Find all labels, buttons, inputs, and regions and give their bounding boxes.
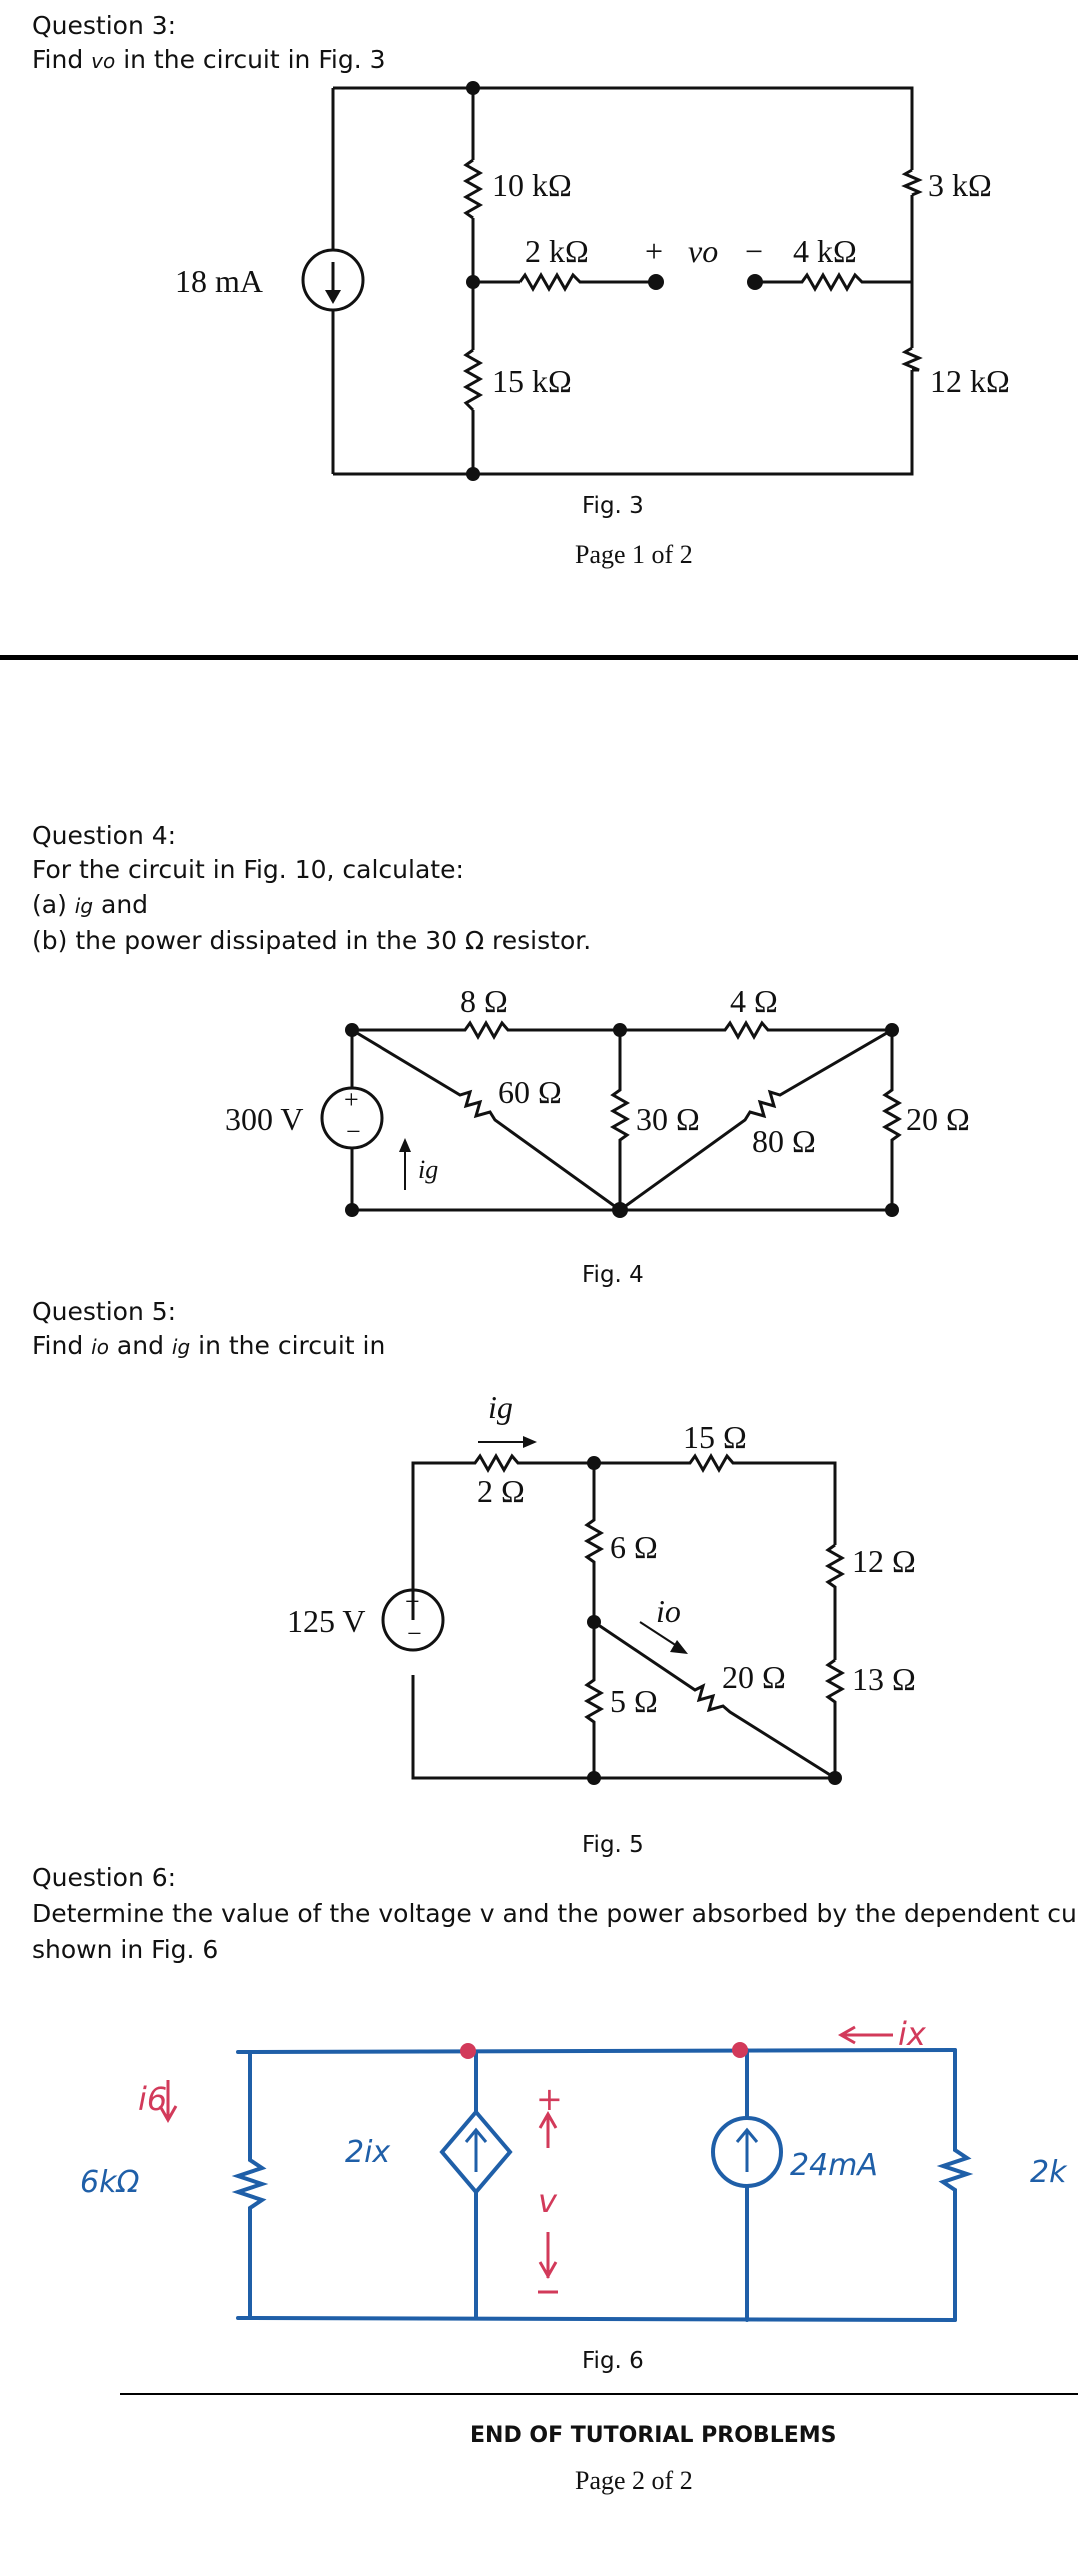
fig4-minus: − (346, 1117, 361, 1146)
fig4-ig-label: ig (418, 1155, 438, 1184)
q5-prompt-post: in the circuit in (190, 1331, 386, 1360)
fig6-ix-label: ix (898, 2015, 927, 2053)
q3-prompt-post: in the circuit in Fig. 3 (115, 45, 386, 74)
q3-prompt-pre: Find (32, 45, 92, 74)
q6-heading: Question 6: (32, 1863, 177, 1892)
fig3-r3-label: 15 kΩ (492, 363, 572, 399)
fig5-r12-label: 12 Ω (852, 1543, 916, 1579)
fig6-v-label: v (538, 2182, 558, 2220)
fig5-r13-label: 13 Ω (852, 1661, 916, 1697)
fig3-caption: Fig. 3 (582, 493, 644, 519)
fig5-r15-label: 15 Ω (683, 1419, 747, 1455)
fig3-r2-label: 2 kΩ (525, 233, 589, 269)
fig3-vo-label: vo (688, 233, 718, 269)
fig5-r2-label: 2 Ω (477, 1473, 525, 1509)
fig5-ig-label: ig (488, 1389, 513, 1425)
q4-line3: (b) the power dissipated in the 30 Ω res… (32, 926, 592, 955)
q5-prompt: Find io and ig in the circuit in (32, 1330, 385, 1363)
page2-label: Page 2 of 2 (575, 2466, 693, 2495)
fig3-r4-label: 4 kΩ (793, 233, 857, 269)
fig3-circuit: 18 mA 10 kΩ 2 kΩ 15 kΩ + vo − 4 kΩ 3 kΩ … (175, 81, 1010, 481)
fig5-plus: + (405, 1587, 420, 1616)
fig3-source-label: 18 mA (175, 263, 263, 299)
fig5-circuit: + − 125 V ig 2 Ω 15 Ω 6 Ω 12 Ω io 20 Ω 1… (287, 1389, 916, 1785)
fig5-minus: − (407, 1619, 422, 1648)
fig4-r80-label: 80 Ω (752, 1123, 816, 1159)
fig4-plus: + (344, 1085, 359, 1114)
q6-line2: shown in Fig. 6 (32, 1935, 219, 1964)
q4-heading: Question 4: (32, 821, 177, 850)
q3-prompt: Find vo in the circuit in Fig. 3 (32, 44, 386, 77)
fig5-r20-label: 20 Ω (722, 1659, 786, 1695)
fig5-r6-label: 6 Ω (610, 1529, 658, 1565)
q5-prompt-var2: ig (171, 1335, 191, 1359)
fig5-io-label: io (656, 1593, 681, 1629)
end-divider (120, 2393, 1078, 2395)
fig4-r30-label: 30 Ω (636, 1101, 700, 1137)
q4-line2: (a) ig and (32, 889, 148, 922)
fig3-r6-label: 12 kΩ (930, 363, 1010, 399)
fig5-caption: Fig. 5 (582, 1832, 644, 1858)
page1-label: Page 1 of 2 (575, 540, 693, 569)
page-separator (0, 655, 1078, 660)
fig4-r4-label: 4 Ω (730, 983, 778, 1019)
fig6-v-plus: + (536, 2080, 563, 2118)
fig4-caption: Fig. 4 (582, 1262, 644, 1288)
end-title: END OF TUTORIAL PROBLEMS (470, 2423, 837, 2448)
fig6-i6-label: i6 (138, 2080, 167, 2118)
fig4-source-label: 300 V (225, 1101, 304, 1137)
fig6-dep-label: 2ix (345, 2135, 390, 2170)
q4-line2-pre: (a) (32, 890, 75, 919)
fig4-r8-label: 8 Ω (460, 983, 508, 1019)
q3-prompt-var: vo (91, 49, 116, 73)
q5-prompt-pre: Find (32, 1331, 92, 1360)
fig4-r20-label: 20 Ω (906, 1101, 970, 1137)
q4-line1: For the circuit in Fig. 10, calculate: (32, 855, 464, 884)
fig3-vo-plus: + (645, 233, 663, 269)
q5-prompt-mid: and (108, 1331, 172, 1360)
fig6-caption: Fig. 6 (582, 2348, 644, 2374)
fig3-vo-minus: − (745, 233, 763, 269)
fig6-r-right-label: 2k (1030, 2155, 1068, 2190)
q5-heading: Question 5: (32, 1297, 177, 1326)
fig3-r1-label: 10 kΩ (492, 167, 572, 203)
fig3-r5-label: 3 kΩ (928, 167, 992, 203)
fig5-r5-label: 5 Ω (610, 1683, 658, 1719)
q6-line1: Determine the value of the voltage v and… (32, 1899, 1078, 1928)
q5-prompt-var1: io (91, 1335, 109, 1359)
fig6-src-label: 24mA (790, 2148, 878, 2183)
fig4-r60-label: 60 Ω (498, 1074, 562, 1110)
q4-line2-post: and (93, 890, 149, 919)
fig5-source-label: 125 V (287, 1603, 366, 1639)
q4-line2-var: ig (74, 894, 94, 918)
q3-heading: Question 3: (32, 11, 177, 40)
fig6-r-left-label: 6kΩ (80, 2165, 139, 2200)
fig4-circuit: + − 300 V ig 8 Ω 4 Ω 60 Ω 30 Ω 80 Ω 20 Ω (225, 983, 970, 1218)
